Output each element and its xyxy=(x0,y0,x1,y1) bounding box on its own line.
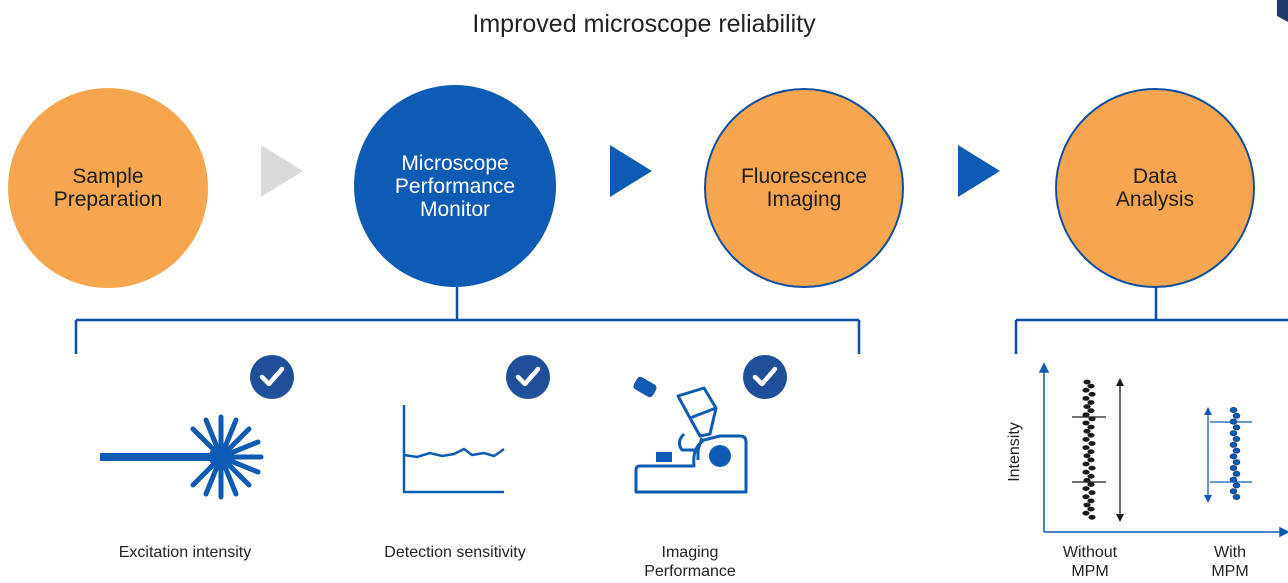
group-label-with-mpm: With MPM xyxy=(1211,544,1249,580)
data-point xyxy=(1083,404,1091,409)
data-point xyxy=(1087,449,1095,455)
step-label: Sample Preparation xyxy=(53,165,163,211)
data-point xyxy=(1229,441,1238,448)
data-point xyxy=(1088,465,1096,471)
data-point xyxy=(1229,465,1238,472)
data-point xyxy=(1229,407,1238,414)
group-label-without-mpm: Without MPM xyxy=(1062,544,1118,580)
data-point xyxy=(1082,445,1090,450)
data-point xyxy=(1229,430,1238,437)
detection-graph-icon xyxy=(402,405,505,494)
data-point xyxy=(1087,457,1095,463)
data-point xyxy=(1082,494,1090,500)
data-point xyxy=(1083,379,1091,385)
data-point xyxy=(1088,441,1096,446)
data-point xyxy=(1232,459,1241,466)
data-point xyxy=(1082,437,1090,442)
step-label: Fluorescence Imaging xyxy=(740,165,868,211)
data-point xyxy=(1082,396,1090,401)
data-point xyxy=(1087,383,1095,389)
data-point xyxy=(1087,482,1095,487)
arrow-icon xyxy=(958,145,1000,197)
data-point xyxy=(1088,490,1096,496)
data-point xyxy=(1083,428,1091,434)
data-point xyxy=(1082,461,1090,467)
data-point xyxy=(1082,469,1090,475)
data-point xyxy=(1229,488,1238,495)
data-point xyxy=(1232,482,1241,489)
caption-excitation-intensity: Excitation intensity xyxy=(118,544,252,561)
data-point xyxy=(1082,412,1090,418)
data-point xyxy=(1082,420,1090,426)
data-point xyxy=(1088,416,1096,422)
data-point xyxy=(1083,453,1091,459)
data-point xyxy=(1088,514,1096,520)
caption-imaging-performance: Imaging Performance xyxy=(644,544,736,580)
data-point xyxy=(1232,447,1241,454)
data-point xyxy=(1087,506,1095,512)
data-point xyxy=(1232,470,1241,477)
data-point xyxy=(1087,432,1095,438)
data-point xyxy=(1087,400,1095,405)
data-point xyxy=(1232,493,1241,500)
step-sample-preparation: Sample Preparation xyxy=(8,88,208,288)
data-point xyxy=(1088,391,1096,397)
data-point xyxy=(1087,473,1095,479)
caption-detection-sensitivity: Detection sensitivity xyxy=(384,544,526,561)
data-point xyxy=(1232,436,1241,443)
step-fluorescence-imaging: Fluorescence Imaging xyxy=(704,88,904,288)
data-point xyxy=(1082,387,1090,393)
data-point xyxy=(1082,486,1090,491)
diagram-title: Improved microscope reliability xyxy=(472,10,816,38)
data-point xyxy=(1083,502,1091,508)
microscope-icon xyxy=(633,376,748,494)
data-point xyxy=(1087,498,1095,504)
data-point xyxy=(1229,453,1238,460)
step-label: Microscope Performance Monitor xyxy=(394,151,516,221)
data-point xyxy=(1087,424,1095,430)
data-point xyxy=(1087,408,1095,414)
y-axis-label: Intensity xyxy=(1006,422,1023,482)
check-icon xyxy=(743,355,787,399)
intensity-plot xyxy=(1038,362,1288,538)
corner-tab-icon xyxy=(1277,0,1288,22)
check-icon xyxy=(506,355,550,399)
step-microscope-performance-monitor: Microscope Performance Monitor xyxy=(354,85,556,287)
arrow-inactive-icon xyxy=(261,145,303,197)
data-point xyxy=(1082,510,1090,516)
step-label: Data Analysis xyxy=(1115,165,1195,211)
check-icon xyxy=(250,355,294,399)
laser-icon xyxy=(100,414,264,500)
arrow-icon xyxy=(610,145,652,197)
data-point xyxy=(1232,424,1241,431)
data-point xyxy=(1232,412,1241,419)
